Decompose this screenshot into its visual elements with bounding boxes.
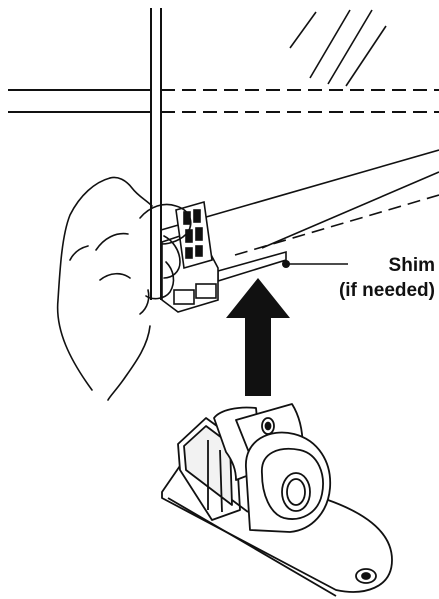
glass-panel-edges	[160, 149, 439, 256]
shim-strip	[217, 250, 287, 283]
callout-line-1: Shim	[388, 255, 435, 276]
spacer-clip	[161, 200, 219, 313]
hand-illustration	[56, 176, 192, 401]
arrow-up-icon	[226, 278, 290, 396]
callout-leader	[282, 260, 348, 268]
shim-callout: Shim (if needed)	[339, 253, 435, 303]
callout-line-2: (if needed)	[338, 280, 435, 301]
frame-rails	[8, 89, 439, 113]
base-bracket	[161, 403, 393, 597]
frame-verticals	[150, 8, 162, 300]
glass-reflection	[289, 9, 387, 87]
